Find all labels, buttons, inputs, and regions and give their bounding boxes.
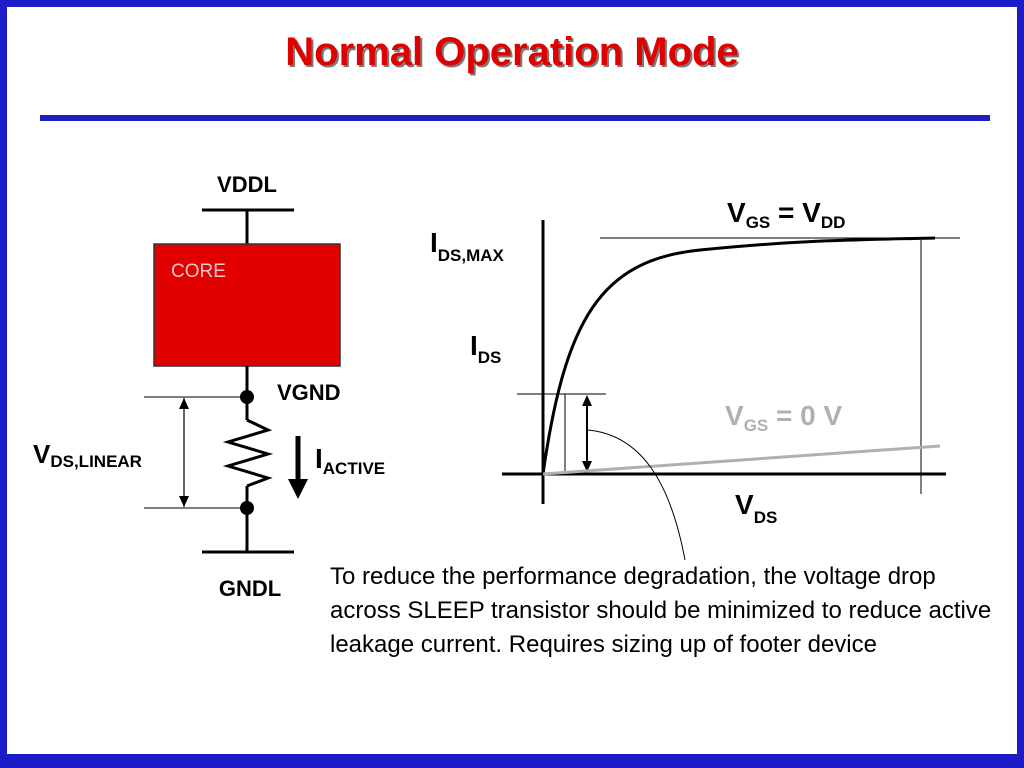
vddl-label: VDDL xyxy=(217,172,277,197)
slide-title: Normal Operation Mode xyxy=(285,30,739,74)
vds-linear-label: VDS,LINEAR xyxy=(33,439,142,471)
explanation-caption: To reduce the performance degradation, t… xyxy=(330,563,992,658)
vgs-zero-label: VGS = 0 V xyxy=(725,400,843,435)
core-block xyxy=(153,243,341,367)
ids-label: IDS xyxy=(470,330,501,367)
ids-arrow-down-icon xyxy=(582,461,592,472)
vgnd-label: VGND xyxy=(277,380,341,405)
caption-leader-line xyxy=(587,429,686,561)
vgs-vdd-label: VGS = VDD xyxy=(727,197,845,232)
iactive-arrow-down-icon xyxy=(288,479,308,499)
core-label: CORE xyxy=(171,261,226,282)
title-divider xyxy=(40,115,990,121)
gndl-node xyxy=(240,501,254,515)
vgs-zero-curve xyxy=(542,444,941,476)
iv-graph: IDS,MAX IDS VDS VGS = VDD VGS = 0 V xyxy=(430,197,960,561)
iactive-label: IACTIVE xyxy=(315,443,385,478)
circuit-schematic: VDDL CORE VGND GNDL VDS,LINEAR IACTIVE xyxy=(33,172,385,601)
sleep-resistor xyxy=(222,418,274,488)
ids-max-label: IDS,MAX xyxy=(430,227,505,265)
vds-linear-arrow-up-icon xyxy=(179,398,189,409)
vds-linear-arrow-down-icon xyxy=(179,496,189,507)
ids-arrow-up-icon xyxy=(582,395,592,406)
vgs-vdd-curve xyxy=(541,236,936,475)
vds-label: VDS xyxy=(735,489,777,527)
slide-background xyxy=(7,7,1017,754)
vgnd-node xyxy=(240,390,254,404)
gndl-label: GNDL xyxy=(219,576,281,601)
